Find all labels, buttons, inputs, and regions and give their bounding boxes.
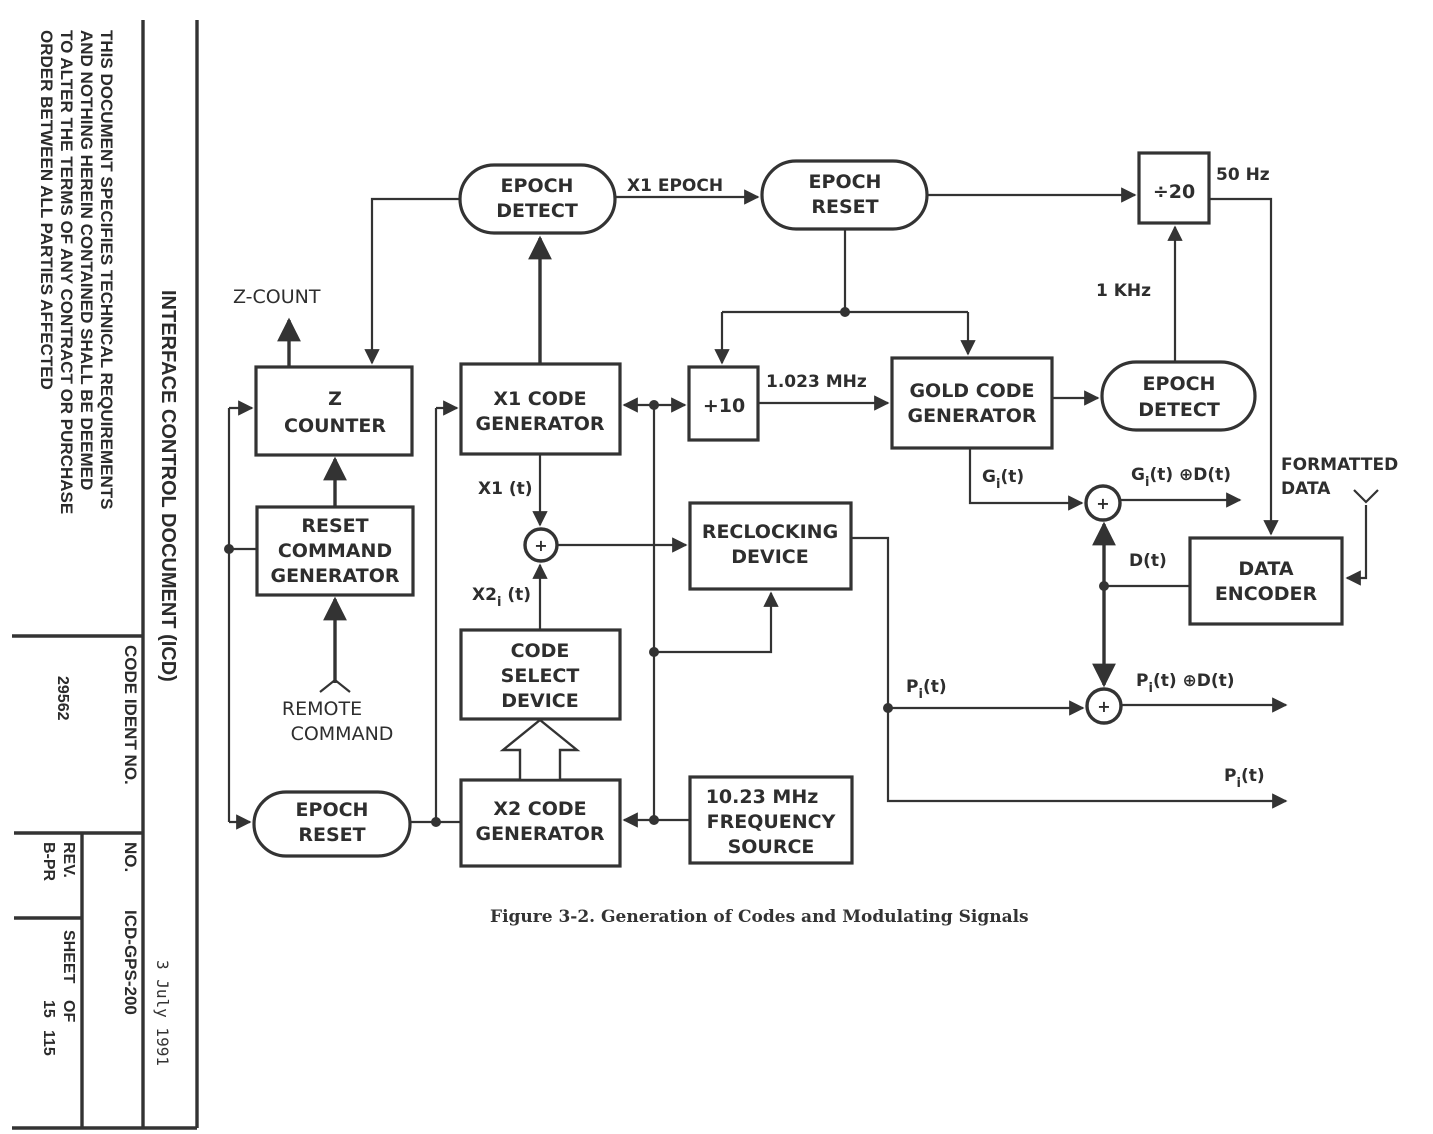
svg-text:DETECT: DETECT: [496, 200, 578, 222]
label-pit-xor-dt: Pi(t) ⊕D(t): [1136, 671, 1235, 696]
svg-text:RECLOCKING: RECLOCKING: [702, 521, 838, 543]
rev-value: B-PR: [40, 842, 57, 882]
svg-text:DETECT: DETECT: [1138, 399, 1220, 421]
figure-caption: Figure 3-2. Generation of Codes and Modu…: [490, 907, 1029, 927]
svg-text:SELECT: SELECT: [501, 665, 580, 687]
sheet-total-value: 115: [40, 1030, 57, 1056]
reset-command-generator-block: RESET COMMAND GENERATOR: [255, 505, 415, 597]
document-date: 3 July 1991: [153, 960, 172, 1066]
svg-text:÷20: ÷20: [1153, 181, 1195, 203]
code-ident-label: CODE IDENT NO.: [121, 645, 140, 785]
epoch-detect-right-block: EPOCH DETECT: [1100, 360, 1257, 432]
epoch-detect-top-block: EPOCH DETECT: [458, 163, 617, 235]
svg-text:COMMAND: COMMAND: [278, 540, 392, 562]
label-git: Gi(t): [982, 467, 1024, 492]
label-z-count: Z-COUNT: [233, 286, 321, 308]
svg-text:SOURCE: SOURCE: [728, 836, 815, 858]
svg-text:Z: Z: [328, 388, 342, 410]
svg-text:10.23 MHz: 10.23 MHz: [706, 786, 819, 808]
notice-line-4: ORDER BETWEEN ALL PARTIES AFFECTED: [37, 30, 56, 390]
svg-text:EPOCH: EPOCH: [809, 171, 882, 193]
svg-text:GENERATOR: GENERATOR: [475, 823, 604, 845]
rev-label: REV.: [60, 842, 77, 878]
notice-line-3: TO ALTER THE TERMS OF ANY CONTRACT OR PU…: [57, 30, 76, 514]
divide-by-10-block: +10: [687, 365, 760, 442]
svg-text:EPOCH: EPOCH: [1143, 373, 1216, 395]
title-block-frame: [12, 20, 199, 1130]
svg-text:EPOCH: EPOCH: [501, 175, 574, 197]
svg-text:GENERATOR: GENERATOR: [475, 413, 604, 435]
svg-text:FREQUENCY: FREQUENCY: [707, 811, 836, 833]
block-diagram: EPOCH DETECT EPOCH RESET ÷20 Z COUNTER X…: [224, 151, 1398, 927]
label-pit-out: Pi(t): [1224, 766, 1265, 791]
label-git-xor-dt: Gi(t) ⊕D(t): [1131, 465, 1231, 490]
svg-text:+10: +10: [703, 395, 745, 417]
sheet-value: 15: [40, 1000, 57, 1018]
reclocking-device-block: RECLOCKING DEVICE: [688, 501, 853, 591]
svg-text:+: +: [1096, 494, 1109, 513]
code-select-device-block: CODE SELECT DEVICE: [459, 628, 622, 721]
svg-text:DEVICE: DEVICE: [501, 690, 578, 712]
svg-text:RESET: RESET: [811, 196, 878, 218]
code-ident-value: 29562: [54, 676, 71, 721]
notice-line-1: THIS DOCUMENT SPECIFIES TECHNICAL REQUIR…: [97, 30, 116, 510]
data-encoder-block: DATA ENCODER: [1188, 536, 1344, 626]
label-50hz: 50 Hz: [1216, 165, 1270, 185]
label-x2it: X2i (t): [472, 585, 531, 610]
divide-by-20-block: ÷20: [1137, 151, 1211, 225]
xor-junction-x1-x2: +: [523, 527, 559, 563]
svg-text:GOLD CODE: GOLD CODE: [909, 380, 1034, 402]
doc-no-label: NO.: [121, 842, 140, 872]
svg-text:+: +: [534, 536, 547, 555]
signal-labels: X1 EPOCH 50 Hz 1 KHz Z-COUNT 1.023 MHz X…: [233, 165, 1398, 791]
label-x1-epoch: X1 EPOCH: [627, 176, 723, 196]
sheet-label: SHEET: [60, 930, 77, 984]
epoch-reset-bottom-block: EPOCH RESET: [252, 790, 412, 858]
svg-text:+: +: [1097, 697, 1110, 716]
z-counter-block: Z COUNTER: [254, 365, 414, 457]
notice-text: THIS DOCUMENT SPECIFIES TECHNICAL REQUIR…: [37, 30, 116, 514]
label-1khz: 1 KHz: [1096, 281, 1151, 301]
label-data: DATA: [1281, 479, 1331, 499]
epoch-reset-top-block: EPOCH RESET: [760, 159, 929, 231]
svg-text:GENERATOR: GENERATOR: [907, 405, 1036, 427]
x1-code-generator-block: X1 CODE GENERATOR: [459, 362, 622, 456]
of-label: OF: [60, 1000, 77, 1022]
xor-junction-gold-data: +: [1084, 484, 1122, 522]
gold-code-generator-block: GOLD CODE GENERATOR: [890, 356, 1054, 450]
svg-text:DATA: DATA: [1238, 558, 1293, 580]
svg-text:CODE: CODE: [511, 640, 570, 662]
label-1023mhz: 1.023 MHz: [766, 372, 867, 392]
frequency-source-block: 10.23 MHz FREQUENCY SOURCE: [688, 775, 854, 865]
svg-text:DEVICE: DEVICE: [731, 546, 808, 568]
label-pit: Pi(t): [906, 677, 947, 702]
svg-text:GENERATOR: GENERATOR: [270, 565, 399, 587]
svg-text:X2 CODE: X2 CODE: [493, 798, 586, 820]
svg-text:RESET: RESET: [298, 824, 365, 846]
notice-line-2: AND NOTHING HEREIN CONTAINED SHALL BE DE…: [77, 30, 96, 490]
label-dt: D(t): [1129, 551, 1167, 571]
svg-text:EPOCH: EPOCH: [296, 799, 369, 821]
label-command: COMMAND: [291, 723, 394, 745]
svg-text:X1 CODE: X1 CODE: [493, 388, 586, 410]
junction-dots: [224, 307, 1109, 827]
label-formatted: FORMATTED: [1281, 455, 1398, 475]
signal-lines: [227, 187, 1379, 830]
x2-code-generator-block: X2 CODE GENERATOR: [459, 778, 622, 868]
doc-no-value: ICD-GPS-200: [121, 910, 140, 1015]
label-remote: REMOTE: [282, 698, 362, 720]
label-x1t: X1 (t): [478, 479, 533, 499]
document-title: INTERFACE CONTROL DOCUMENT (ICD): [157, 290, 179, 682]
svg-text:RESET: RESET: [301, 515, 368, 537]
svg-text:COUNTER: COUNTER: [284, 415, 386, 437]
svg-text:ENCODER: ENCODER: [1215, 583, 1318, 605]
xor-junction-p-data: +: [1085, 687, 1123, 725]
